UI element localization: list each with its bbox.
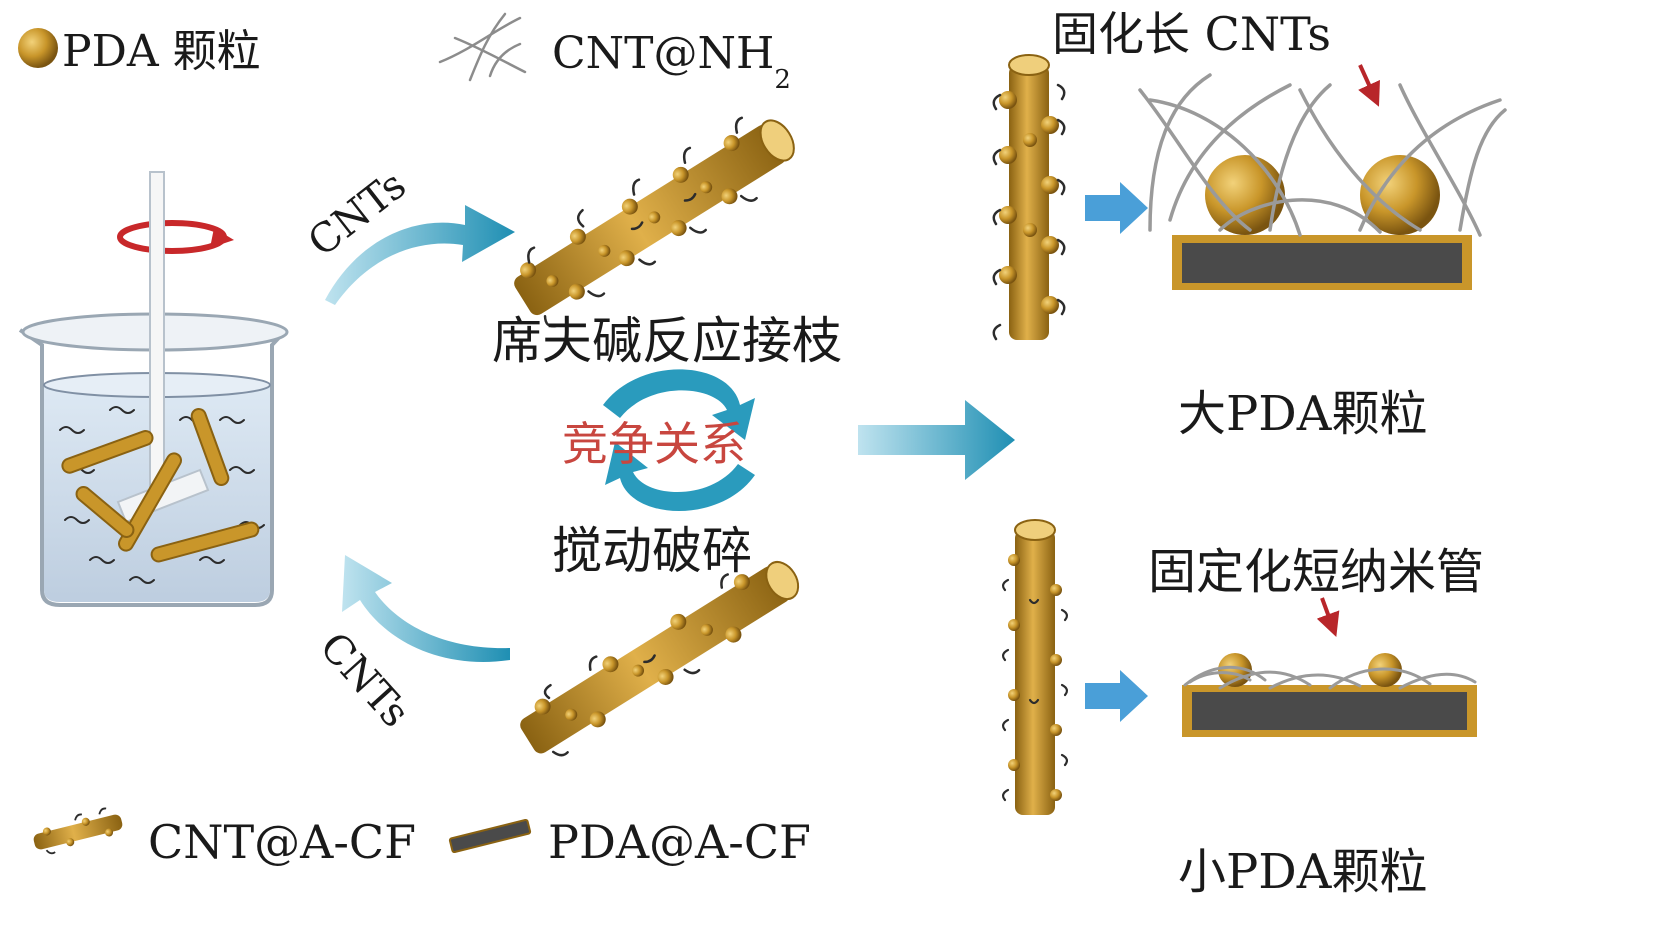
cnt-nh2-icon <box>438 12 527 82</box>
competition-label: 竞争关系 <box>562 417 746 471</box>
detail-short-cnts <box>1182 597 1477 737</box>
pda-particle-icon <box>18 28 58 68</box>
blue-arrow-bottom <box>1085 670 1148 722</box>
cnt-acf-label: CNT@A-CF <box>148 815 416 869</box>
arrow-to-results <box>858 400 1015 480</box>
pda-acf-label: PDA@A-CF <box>548 815 811 869</box>
fiber-cnt-grafted-diagonal <box>514 116 795 328</box>
legend-top: PDA 颗粒 CNT@NH2 <box>18 12 791 95</box>
blue-arrow-top <box>1085 182 1148 234</box>
fiber-long-cnts-vertical <box>992 54 1066 341</box>
stirring-crushing-label: 搅动破碎 <box>552 522 752 580</box>
small-pda-particle-icon <box>1218 653 1252 687</box>
arrow-cnts-top: CNTs <box>300 162 515 305</box>
beaker-illustration <box>18 171 289 607</box>
fiber-pda-diagonal <box>520 560 800 757</box>
cnt-nh2-label: CNT@NH2 <box>552 28 791 95</box>
pda-particle-label: PDA 颗粒 <box>62 26 261 77</box>
large-pda-caption: 大PDA颗粒 <box>1178 386 1427 442</box>
large-pda-particle-icon <box>1205 155 1285 235</box>
cnts-bottom-label: CNTs <box>311 624 419 736</box>
detail-long-cnts <box>1138 64 1507 290</box>
legend-bottom: CNT@A-CF PDA@A-CF <box>33 807 811 869</box>
pda-acf-icon <box>448 818 532 854</box>
cnt-acf-icon <box>33 807 123 855</box>
short-nanotubes-title: 固定化短纳米管 <box>1148 544 1484 600</box>
schiff-base-grafting-label: 席夫碱反应接枝 <box>492 312 842 370</box>
circular-arrows-icon <box>603 369 755 512</box>
small-pda-caption: 小PDA颗粒 <box>1178 844 1427 900</box>
arrow-cnts-bottom: CNTs <box>311 555 510 736</box>
long-cnts-title: 固化长 CNTs <box>1052 7 1331 61</box>
rotation-arrow-icon <box>117 220 234 254</box>
fiber-short-cnts-vertical <box>1001 519 1069 815</box>
